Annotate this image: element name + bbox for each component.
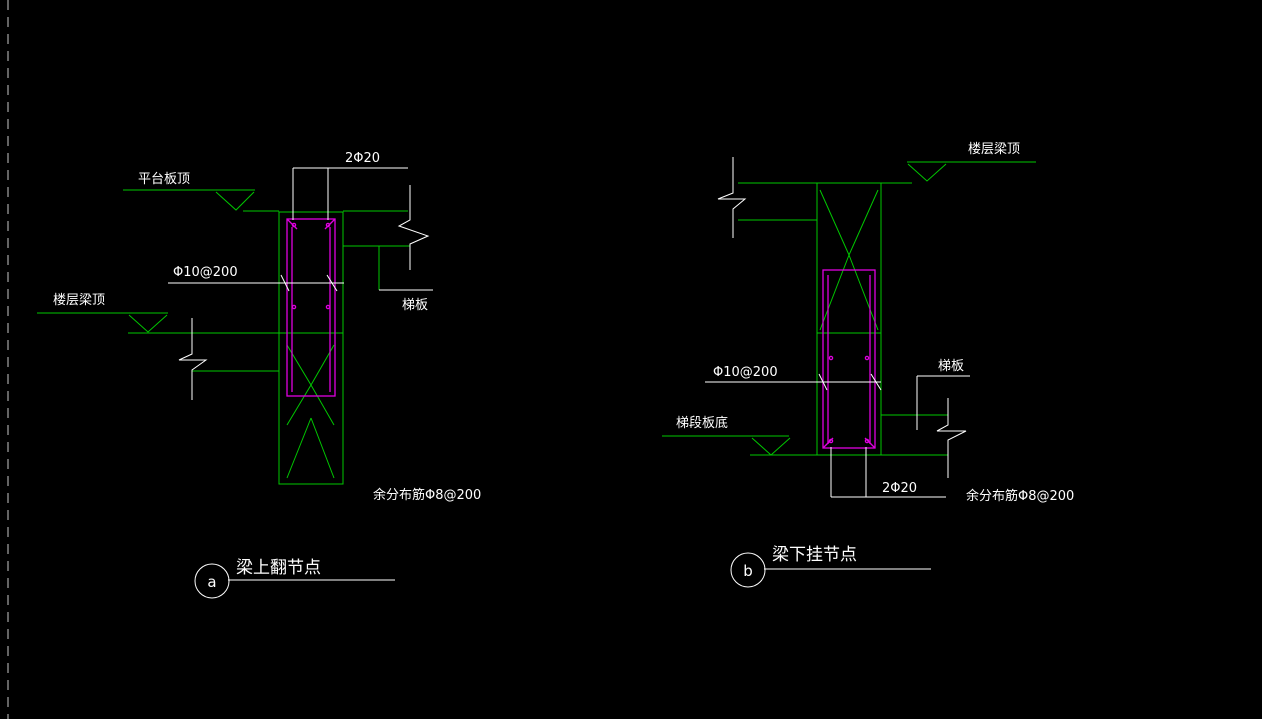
detail-a-annotation-lines [168,167,433,581]
detail-b-label-floor-beam-top: 楼层梁顶 [968,142,1020,157]
detail-a-label-top-bars: 2Φ20 [345,151,380,166]
detail-b-elevation-marks [662,161,1036,456]
detail-b-label-distribution: 余分布筋Φ8@200 [966,488,1074,504]
detail-b-label-flight-bottom: 梯段板底 [676,415,728,431]
detail-a-label-distribution: 余分布筋Φ8@200 [373,487,481,503]
detail-b-circle-mark [730,552,766,588]
detail-a-circle-letter: a [207,573,216,591]
detail-a-label-stirrups: Φ10@200 [173,265,238,280]
detail-a-label-stair-slab: 梯板 [402,298,428,313]
detail-b-rebar [822,269,876,449]
detail-a-circle-mark [194,563,230,599]
detail-b-circle-letter: b [743,562,753,580]
detail-b-label-stair-slab: 梯板 [938,359,964,374]
detail-b: 楼层梁顶 Φ10@200 梯板 梯段板底 2Φ20 余分布筋Φ8@200 b 梁… [662,142,1074,588]
detail-a-label-platform-top: 平台板顶 [138,172,190,187]
detail-b-title: 梁下挂节点 [772,545,857,565]
detail-a-rebar [286,218,336,397]
detail-a-title: 梁上翻节点 [236,558,321,578]
detail-a-beam-outline [128,210,410,485]
detail-b-label-stirrups: Φ10@200 [713,365,778,380]
detail-b-label-bottom-bars: 2Φ20 [882,481,917,496]
detail-b-annotation-lines [705,157,970,570]
detail-a-label-floor-beam-top: 楼层梁顶 [53,293,105,308]
detail-a: 平台板顶 2Φ20 Φ10@200 楼层梁顶 梯板 余分布筋Φ8@200 a 梁… [37,151,481,599]
detail-a-elevation-marks [37,189,255,333]
